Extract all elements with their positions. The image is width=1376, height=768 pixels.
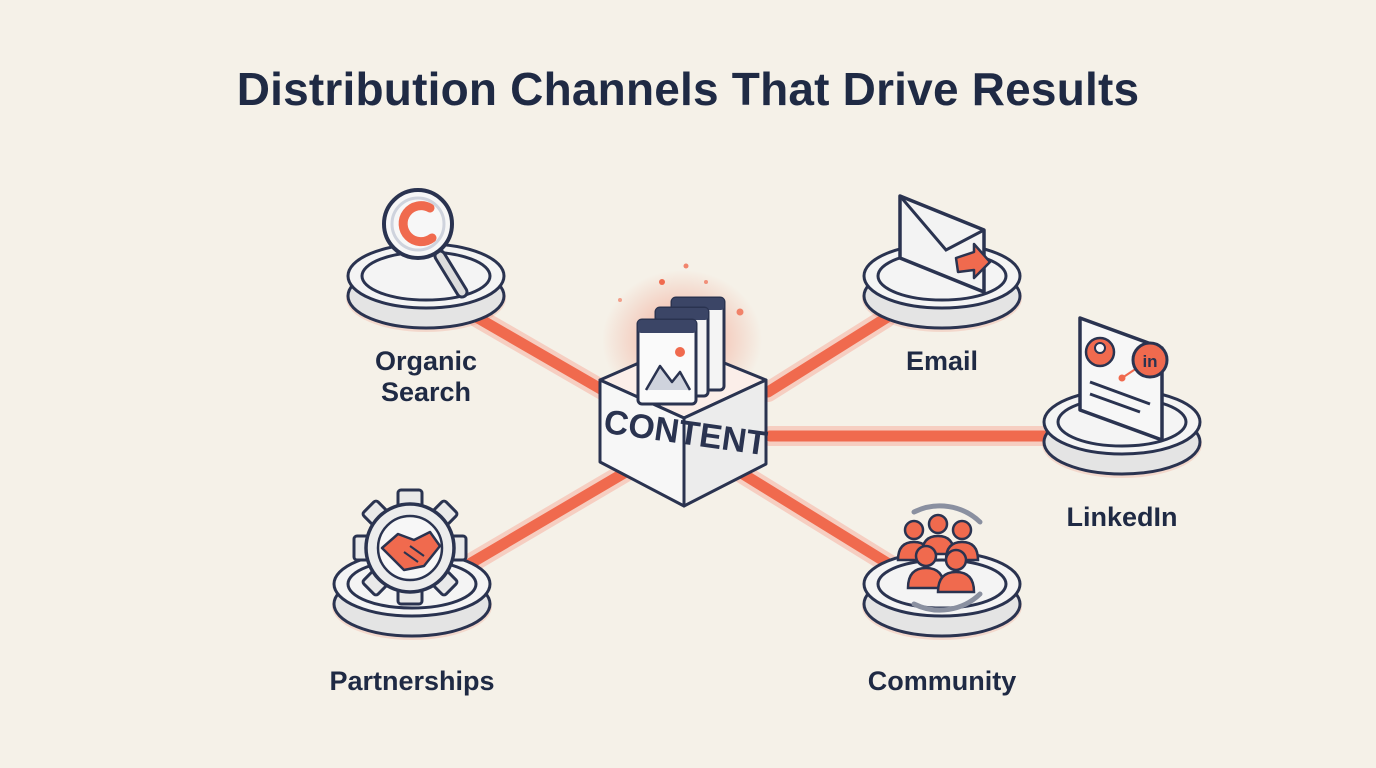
- label-email: Email: [905, 346, 979, 376]
- people-group-icon: [896, 503, 983, 613]
- label-organic-search: Organic Search: [326, 346, 526, 408]
- label-linkedin: LinkedIn: [1066, 502, 1178, 532]
- label-organic-line1: Organic: [374, 346, 478, 376]
- page-title: Distribution Channels That Drive Results: [236, 63, 1140, 115]
- node-email: [862, 194, 1022, 332]
- envelope-icon: [898, 194, 992, 294]
- node-linkedin: in: [1042, 316, 1202, 478]
- content-pages-icon: [636, 296, 726, 406]
- node-community: [862, 503, 1022, 640]
- label-partnerships: Partnerships: [329, 666, 495, 696]
- label-community: Community: [867, 666, 1017, 696]
- gear-handshake-icon: [352, 488, 468, 606]
- label-organic-line2: Search: [380, 377, 472, 407]
- node-partnerships: [332, 488, 492, 640]
- linkedin-badge-text: in: [1142, 352, 1157, 371]
- linkedin-badge: in: [1131, 341, 1169, 379]
- connector-lines: [456, 308, 1058, 576]
- node-organic-search: [346, 188, 506, 332]
- content-hub: CONTENT: [598, 263, 770, 508]
- magnifier-icon: [382, 188, 469, 299]
